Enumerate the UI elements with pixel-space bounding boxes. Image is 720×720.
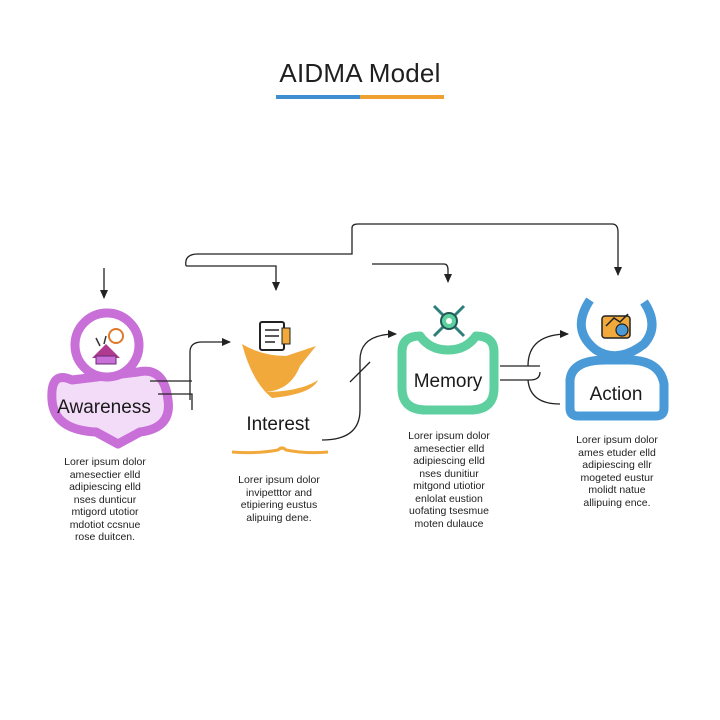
- stage-label-action: Action: [589, 384, 643, 405]
- stage-memory: [397, 304, 499, 415]
- stage-description-memory: Lorer ipsum dolor amesectier elld adipie…: [408, 430, 490, 530]
- stage-description-awareness: Lorer ipsum dolor amesectier elld adipie…: [64, 456, 146, 543]
- top-connectors: [100, 223, 622, 299]
- gear-house-icon: [92, 328, 124, 365]
- stage-interest: [231, 321, 329, 455]
- gear-tools-icon: [432, 304, 466, 338]
- stage-label-memory: Memory: [413, 371, 483, 392]
- memory-shape: [397, 331, 499, 415]
- awareness-shape: [47, 366, 173, 449]
- arrow-branch-to-interest: [186, 265, 280, 291]
- stage-description-action: Lorer ipsum dolor ames etuder elld adipi…: [576, 434, 658, 509]
- interest-ribbon: [242, 344, 318, 398]
- interest-base-curve: [231, 446, 329, 455]
- clipboard-icon: [259, 321, 291, 351]
- connectors-memory-action: [500, 330, 569, 405]
- chart-coin-icon: [601, 313, 631, 339]
- title-underline-orange: [360, 95, 444, 99]
- stage-label-interest: Interest: [246, 414, 310, 435]
- arrow-to-memory: [372, 263, 452, 283]
- arrow-loop-to-interest: [185, 223, 622, 276]
- stage-label-awareness: Awareness: [57, 397, 151, 418]
- page-title: AIDMA Model: [279, 58, 441, 88]
- title-underline-blue: [276, 95, 360, 99]
- connectors-interest-memory: [321, 330, 397, 441]
- connectors-awareness-interest: [150, 338, 231, 410]
- action-ring: [576, 297, 657, 361]
- stage-description-interest: Lorer ipsum dolor invipetttor and etipie…: [238, 474, 320, 524]
- stage-action: [565, 297, 669, 421]
- stage-awareness: [47, 308, 173, 449]
- action-shape: [565, 355, 669, 421]
